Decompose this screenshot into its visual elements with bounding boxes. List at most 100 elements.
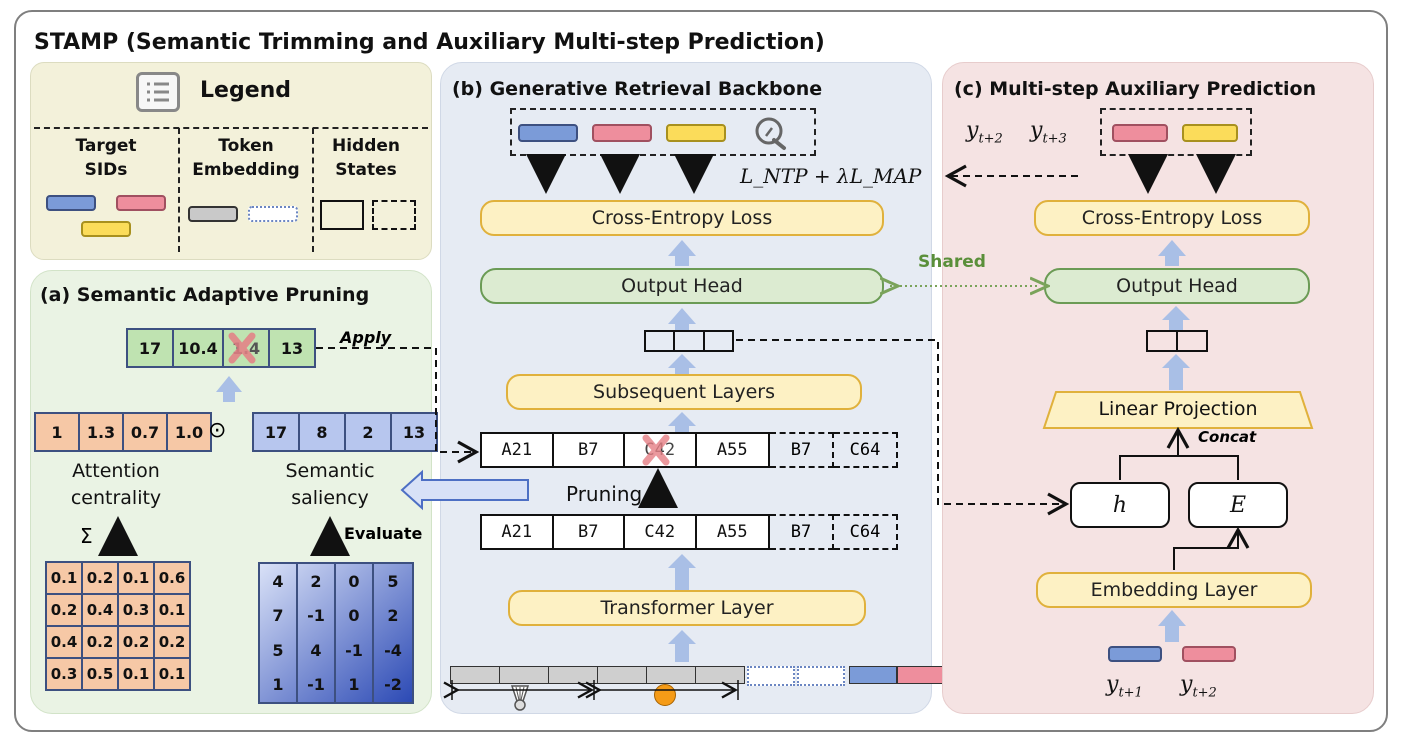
output-head-b: Output Head: [480, 268, 884, 304]
legend-embedding-dotted: [248, 206, 298, 222]
sequence-token-dashed: B7: [770, 514, 834, 550]
legend-red-token: [116, 195, 166, 211]
target-box: [510, 108, 816, 156]
matrix-cell: 0: [336, 598, 374, 633]
cross-entropy-loss-c: Cross-Entropy Loss: [1034, 200, 1310, 236]
matrix-cell: 2: [298, 564, 336, 599]
transformer-layer: Transformer Layer: [508, 590, 866, 626]
matrix-cell: 7: [260, 598, 298, 633]
attention-matrix: 0.1 0.2 0.1 0.6 0.2 0.4 0.3 0.1 0.4 0.2 …: [45, 561, 191, 691]
target-red-token: [592, 124, 652, 142]
h-box: h: [1070, 482, 1170, 528]
panel-c-title: (c) Multi-step Auxiliary Prediction: [954, 78, 1317, 100]
sequence-token: A55: [716, 522, 748, 542]
vector-cell: 10.4: [172, 328, 224, 368]
cross-entropy-loss-b: Cross-Entropy Loss: [480, 200, 884, 236]
aux-yellow-token: [1182, 124, 1238, 142]
legend-hidden-solid: [320, 200, 364, 230]
pruning-label: Pruning: [566, 482, 643, 506]
embedding-layer: Embedding Layer: [1036, 572, 1312, 608]
hidden-state-vector-b: [644, 330, 734, 352]
search-icon: [752, 114, 790, 156]
sequence-token: A55: [716, 440, 748, 460]
legend-divider: [178, 128, 180, 252]
legend-box: [34, 127, 428, 255]
loss-formula-text: L_NTP + λL_MAP: [740, 164, 922, 188]
vector-cell: 1.3: [78, 412, 124, 452]
matrix-cell: -1: [336, 633, 374, 668]
matrix-cell: 2: [387, 606, 399, 626]
matrix-cell: 1: [336, 667, 374, 702]
matrix-cell: 5: [260, 633, 298, 668]
hidden-state-vector-c: [1146, 330, 1208, 352]
e-label: E: [1229, 492, 1247, 518]
evaluate-label: Evaluate: [344, 524, 423, 543]
linear-projection-shape: [1042, 390, 1314, 434]
matrix-cell: -1: [298, 598, 336, 633]
legend-yellow-token: [81, 221, 131, 237]
up-arrow: [216, 376, 242, 402]
cross-icon: [636, 430, 676, 474]
sequence-token: C42: [625, 516, 697, 548]
sequence-token: A21: [482, 434, 554, 466]
aux-input-red: [1182, 646, 1236, 662]
sequence-token-dashed: C64: [834, 514, 898, 550]
semantic-saliency-label: Semantic saliency: [285, 460, 375, 509]
subsequent-layers: Subsequent Layers: [506, 374, 862, 410]
matrix-cell: -2: [384, 675, 402, 695]
legend-blue-token: [46, 195, 96, 211]
target-blue-token: [518, 124, 578, 142]
attention-centrality-label: Attention centrality: [70, 460, 162, 509]
matrix-cell: 5: [387, 571, 399, 591]
target-y-t2: yt+2: [966, 118, 1003, 147]
legend-embedding-solid: [188, 206, 238, 222]
legend-hidden-states: Hidden States: [331, 136, 401, 180]
loss-formula: L_NTP + λL_MAP: [740, 164, 921, 189]
concat-label: Concat: [1198, 428, 1257, 446]
input-y-t1: yt+1: [1106, 672, 1143, 701]
matrix-cell: -4: [384, 640, 402, 660]
sequence-token: A21: [482, 516, 554, 548]
legend-target-sids: Target SIDs: [75, 136, 137, 180]
matrix-cell: -1: [298, 667, 336, 702]
shared-label: Shared: [918, 252, 986, 272]
matrix-cell: 0.4: [81, 593, 119, 627]
input-y-t2: yt+2: [1180, 672, 1217, 701]
aux-red-token: [1112, 124, 1168, 142]
output-head-c: Output Head: [1044, 268, 1310, 304]
apply-label: Apply: [340, 328, 392, 347]
legend-hidden-dashed: [372, 200, 416, 230]
vector-cell: 2: [344, 412, 392, 452]
matrix-cell: 4: [260, 564, 298, 599]
vector-cell: 0.7: [122, 412, 168, 452]
input-sequence: A21 B7 C42 A55: [480, 514, 770, 550]
legend-token-embedding: Token Embedding: [192, 136, 300, 180]
saliency-matrix: 4 2 0 5 7 -1 0 2 5 4 -1 -4 1 -1 1 -2: [258, 562, 414, 704]
matrix-cell: 0.6: [153, 561, 191, 595]
figure-title: STAMP (Semantic Trimming and Auxiliary M…: [34, 30, 825, 55]
target-y-t3: yt+3: [1030, 118, 1067, 147]
legend-divider: [312, 128, 314, 252]
vector-cell: 1.0: [166, 412, 212, 452]
h-label: h: [1112, 492, 1128, 518]
cross-icon: [222, 328, 262, 372]
panel-b-title: (b) Generative Retrieval Backbone: [452, 78, 823, 100]
sequence-token-dashed: B7: [770, 432, 834, 468]
sigma-label: Σ: [80, 524, 93, 548]
sequence-token: B7: [554, 516, 626, 548]
target-yellow-token: [666, 124, 726, 142]
matrix-cell: 0: [336, 564, 374, 599]
matrix-cell: 0.3: [117, 593, 155, 627]
attention-vector: 1 1.3 0.7 1.0: [34, 412, 212, 452]
matrix-cell: 1: [260, 667, 298, 702]
list-icon: [136, 72, 180, 112]
panel-a-title: (a) Semantic Adaptive Pruning: [40, 284, 370, 306]
sequence-token: B7: [554, 434, 626, 466]
hadamard-symbol: ⊙: [208, 418, 227, 443]
aux-target-box: [1100, 108, 1252, 156]
matrix-cell: 4: [298, 633, 336, 668]
sequence-token-dashed: C64: [834, 432, 898, 468]
matrix-cell: 0.2: [117, 625, 155, 659]
matrix-cell: 0.5: [81, 657, 119, 691]
